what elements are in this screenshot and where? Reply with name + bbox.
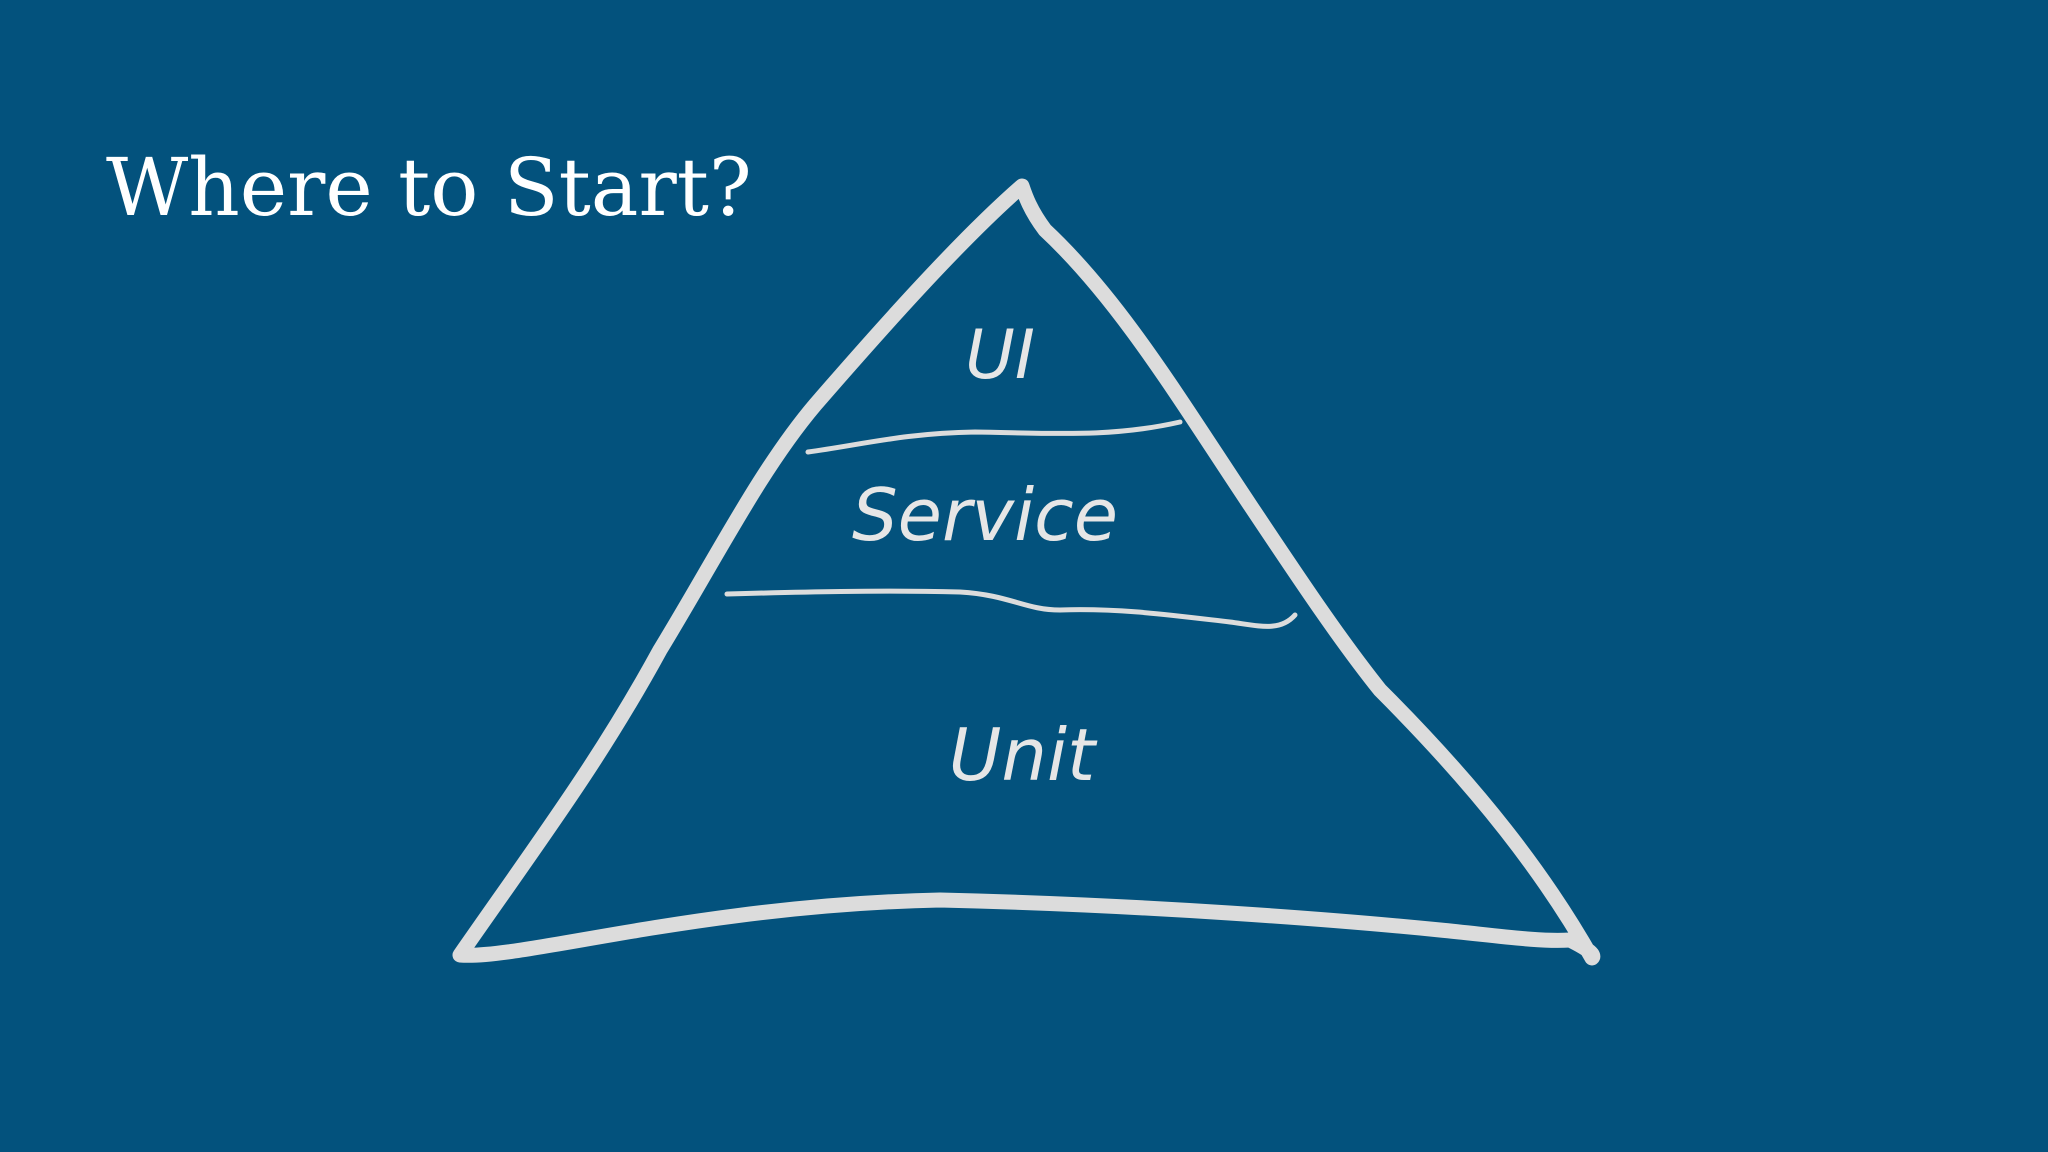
divider-service-unit: [724, 588, 1298, 629]
slide-title: Where to Start?: [106, 141, 752, 234]
divider-ui-service: [805, 419, 1183, 455]
tier-label-service: Service: [852, 473, 1118, 557]
pyramid-outline: [452, 178, 1601, 966]
tier-label-unit: Unit: [949, 713, 1098, 797]
tier-label-ui: UI: [965, 316, 1035, 395]
